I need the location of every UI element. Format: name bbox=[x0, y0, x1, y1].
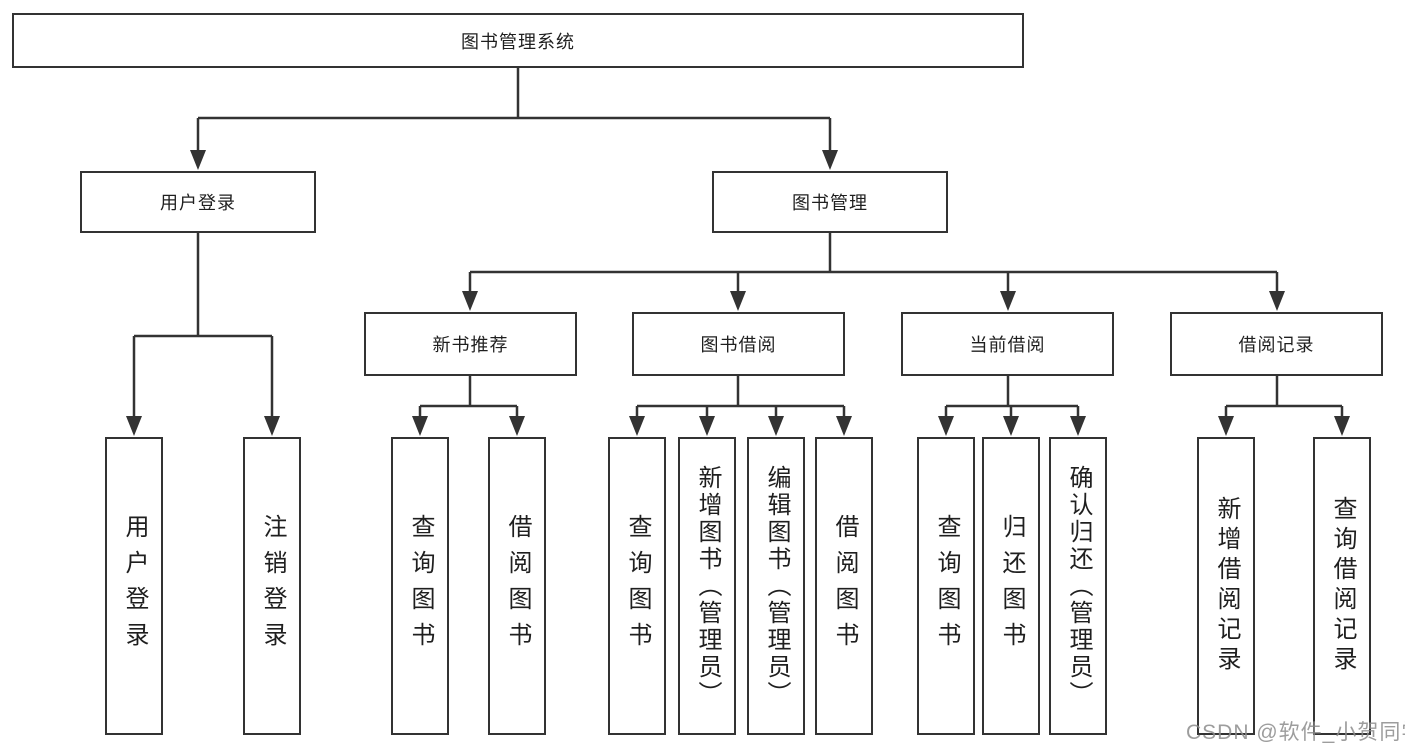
node-book-borrow: 图书借阅 bbox=[632, 312, 845, 376]
csdn-watermark: CSDN @软件_小贺同学 bbox=[1186, 721, 1405, 744]
leaf-recommend-borrow-books: 借阅图书 bbox=[488, 437, 546, 735]
node-label: 查询图书 bbox=[624, 514, 651, 658]
node-label: 当前借阅 bbox=[969, 335, 1046, 355]
node-label: 归还图书 bbox=[998, 514, 1025, 658]
node-label: 用户登录 bbox=[160, 193, 236, 213]
leaf-borrow-query-books: 查询图书 bbox=[608, 437, 666, 735]
node-label: 图书管理 bbox=[792, 193, 868, 213]
node-label: 确认归还（管理员） bbox=[1065, 464, 1092, 708]
node-label: 借阅记录 bbox=[1238, 335, 1315, 355]
leaf-edit-books-admin: 编辑图书（管理员） bbox=[747, 437, 805, 735]
node-new-book-recommend: 新书推荐 bbox=[364, 312, 577, 376]
node-label: 借阅图书 bbox=[831, 514, 858, 658]
node-label: 新书推荐 bbox=[432, 335, 509, 355]
node-label: 编辑图书（管理员） bbox=[763, 464, 790, 708]
leaf-confirm-return-admin: 确认归还（管理员） bbox=[1049, 437, 1107, 735]
node-user-login-branch: 用户登录 bbox=[80, 171, 316, 233]
node-borrow-records: 借阅记录 bbox=[1170, 312, 1383, 376]
node-label: 查询图书 bbox=[933, 514, 960, 658]
node-label: 新增借阅记录 bbox=[1213, 496, 1240, 676]
node-label: 新增图书（管理员） bbox=[694, 464, 721, 708]
node-label: 查询借阅记录 bbox=[1329, 496, 1356, 676]
leaf-query-borrow-record: 查询借阅记录 bbox=[1313, 437, 1371, 735]
leaf-logout: 注销登录 bbox=[243, 437, 301, 735]
node-label: 借阅图书 bbox=[504, 514, 531, 658]
node-root-library-system: 图书管理系统 bbox=[12, 13, 1024, 68]
leaf-add-books-admin: 新增图书（管理员） bbox=[678, 437, 736, 735]
leaf-borrow-books: 借阅图书 bbox=[815, 437, 873, 735]
leaf-return-books: 归还图书 bbox=[982, 437, 1040, 735]
leaf-current-query-books: 查询图书 bbox=[917, 437, 975, 735]
leaf-recommend-query-books: 查询图书 bbox=[391, 437, 449, 735]
leaf-add-borrow-record: 新增借阅记录 bbox=[1197, 437, 1255, 735]
node-book-management: 图书管理 bbox=[712, 171, 948, 233]
node-label: 图书管理系统 bbox=[461, 31, 575, 52]
node-label: 注销登录 bbox=[259, 514, 286, 658]
node-current-borrow: 当前借阅 bbox=[901, 312, 1114, 376]
leaf-user-login: 用户登录 bbox=[105, 437, 163, 735]
node-label: 查询图书 bbox=[407, 514, 434, 658]
node-label: 图书借阅 bbox=[700, 335, 777, 355]
node-label: 用户登录 bbox=[121, 514, 148, 658]
